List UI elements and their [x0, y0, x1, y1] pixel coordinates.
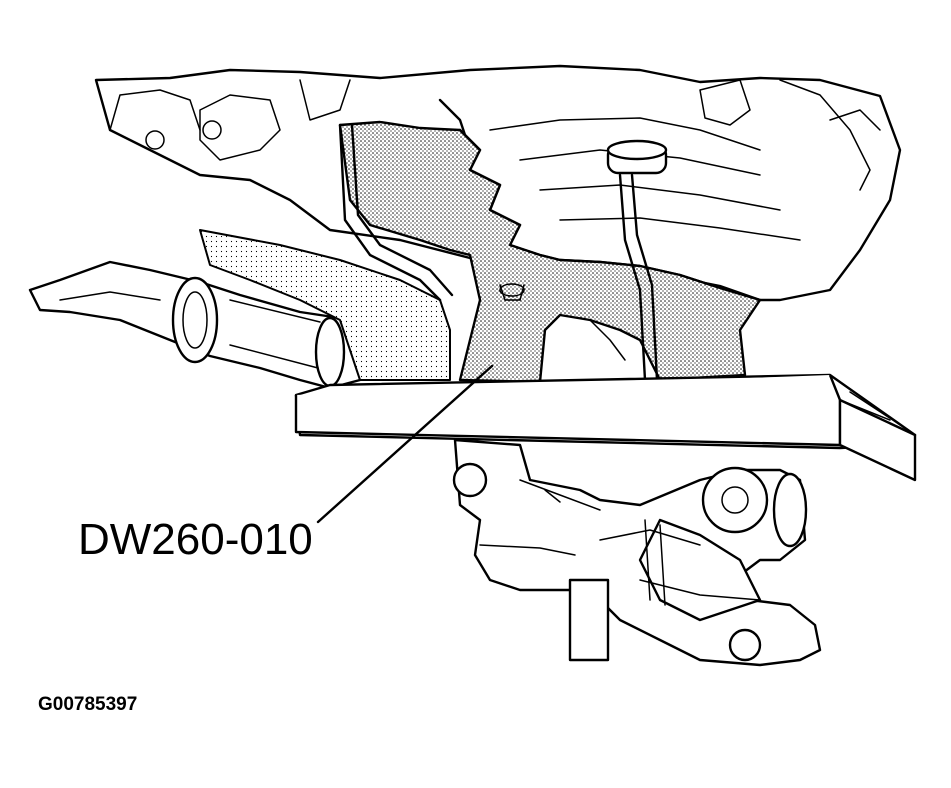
tool-callout-label: DW260-010	[78, 515, 313, 564]
adapter-bracket	[199, 120, 762, 384]
jack-mechanism	[452, 438, 822, 667]
drive-shaft	[28, 260, 362, 390]
jack-tray	[294, 373, 917, 482]
leader-line	[316, 364, 494, 524]
figure-id: G00785397	[38, 694, 138, 715]
